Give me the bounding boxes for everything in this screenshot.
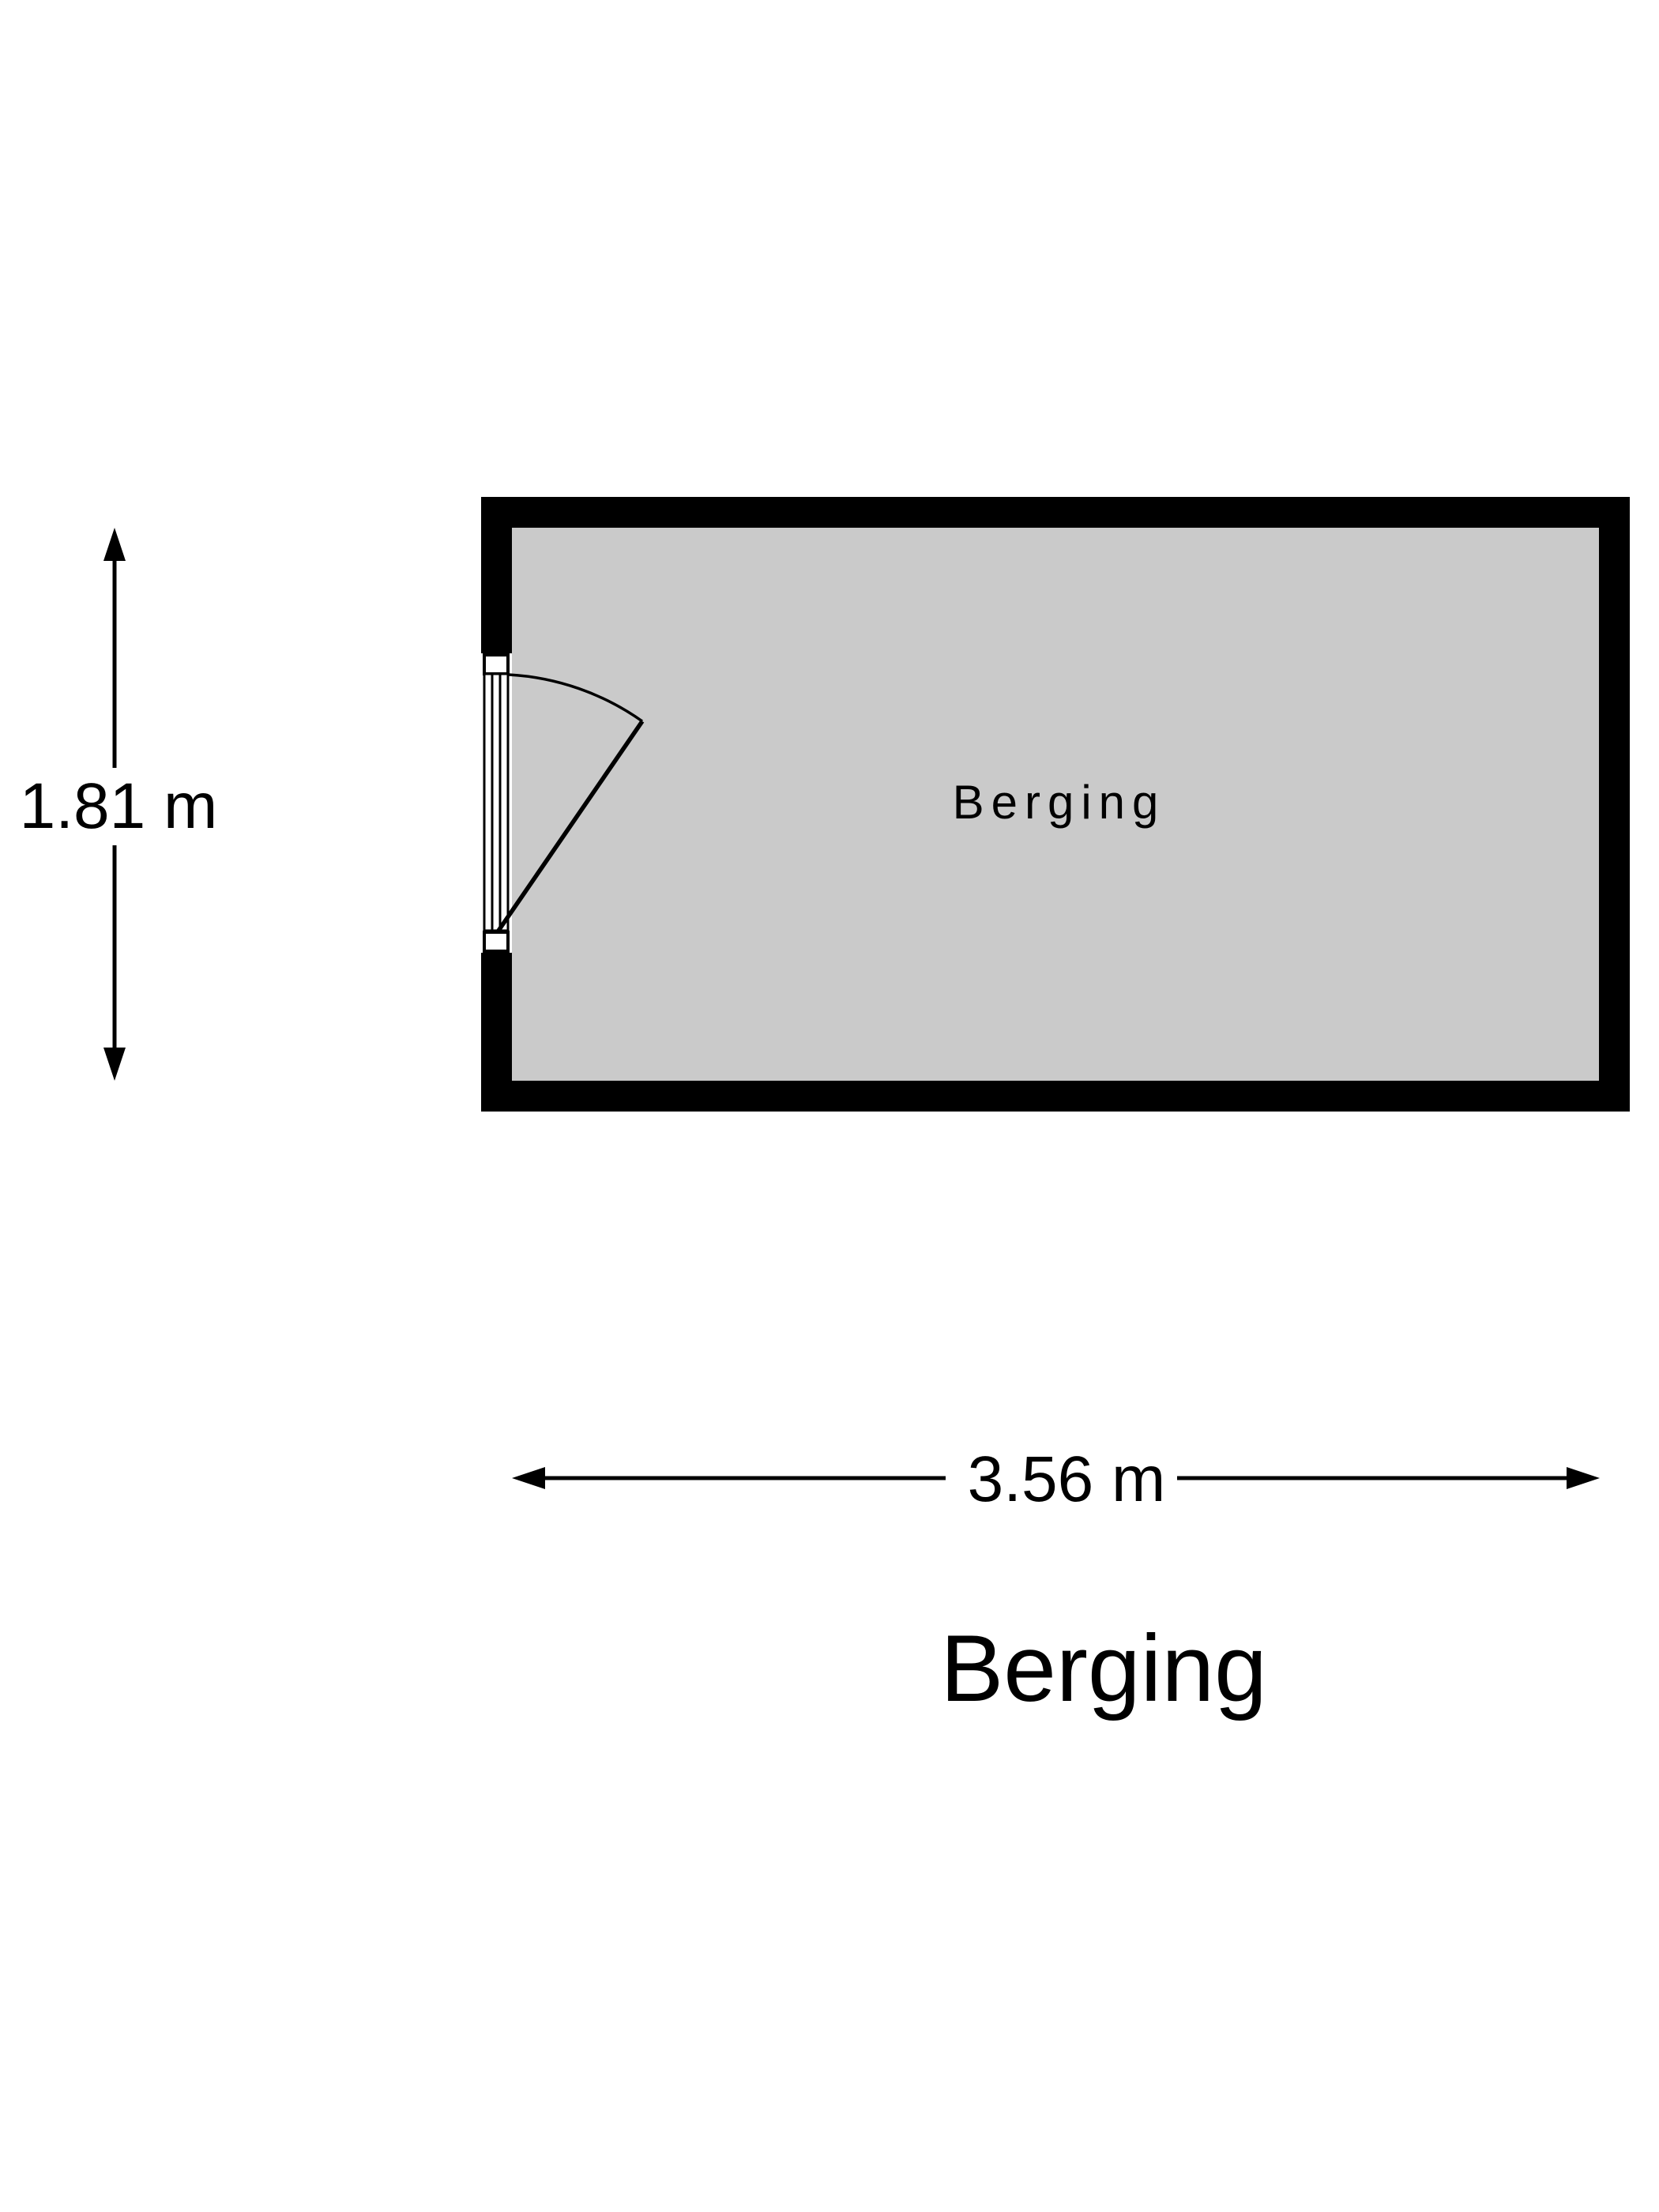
width-arrowhead-right-icon <box>1567 1467 1600 1489</box>
wall-top <box>481 497 1630 528</box>
wall-bottom <box>481 1081 1630 1112</box>
door-leaf-closed <box>483 672 510 932</box>
height-arrowhead-down-icon <box>103 1048 126 1081</box>
door-jamb-bottom <box>483 931 510 953</box>
door-leaf-open <box>496 720 645 932</box>
height-arrowhead-up-icon <box>103 528 126 561</box>
wall-left-upper <box>481 497 512 653</box>
height-dimension-label: 1.81 m <box>19 770 218 842</box>
door <box>483 653 645 953</box>
door-jamb-top <box>483 653 510 675</box>
room-walls <box>481 497 1630 1112</box>
room-label: Berging <box>952 776 1166 829</box>
wall-right <box>1599 528 1630 1081</box>
wall-left-lower <box>481 953 512 1112</box>
width-dimension-arrow <box>512 1467 1600 1489</box>
plan-title: Berging <box>940 1616 1267 1721</box>
door-swing-arc <box>508 673 644 723</box>
width-dimension-label: 3.56 m <box>967 1443 1166 1515</box>
room-floor <box>512 528 1599 1081</box>
height-dimension-arrow <box>103 528 126 1081</box>
door-leaf-panel-lines <box>491 675 502 930</box>
width-arrowhead-left-icon <box>512 1467 545 1489</box>
